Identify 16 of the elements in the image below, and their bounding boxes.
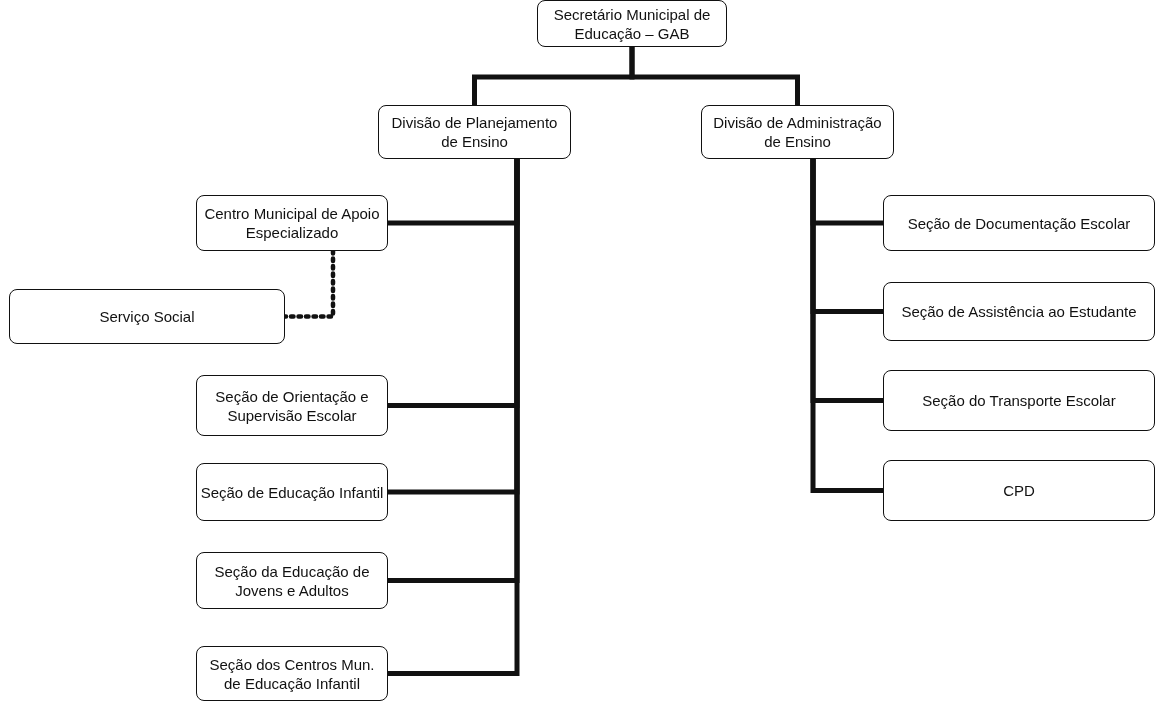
org-unit-box: Secretário Municipal de Educação – GAB: [537, 0, 727, 47]
org-unit-box: Serviço Social: [9, 289, 285, 344]
org-unit-box: Seção do Transporte Escolar: [883, 370, 1155, 431]
org-unit-box: CPD: [883, 460, 1155, 521]
org-unit-box: Seção de Documentação Escolar: [883, 195, 1155, 251]
connector-line: [810, 159, 883, 493]
org-unit-box: Divisão de Planejamento de Ensino: [378, 105, 571, 159]
org-unit-box: Seção dos Centros Mun. de Educação Infantil: [196, 646, 388, 701]
org-unit-box: Seção de Educação Infantil: [196, 463, 388, 521]
connector-line: [388, 159, 520, 676]
org-unit-box: Centro Municipal de Apoio Especializado: [196, 195, 388, 251]
org-unit-box: Seção de Orientação e Supervisão Escolar: [196, 375, 388, 436]
org-unit-box: Divisão de Administração de Ensino: [701, 105, 894, 159]
connector-line: [629, 47, 800, 105]
org-unit-box: Seção de Assistência ao Estudante: [883, 282, 1155, 341]
org-unit-box: Seção da Educação de Jovens e Adultos: [196, 552, 388, 609]
